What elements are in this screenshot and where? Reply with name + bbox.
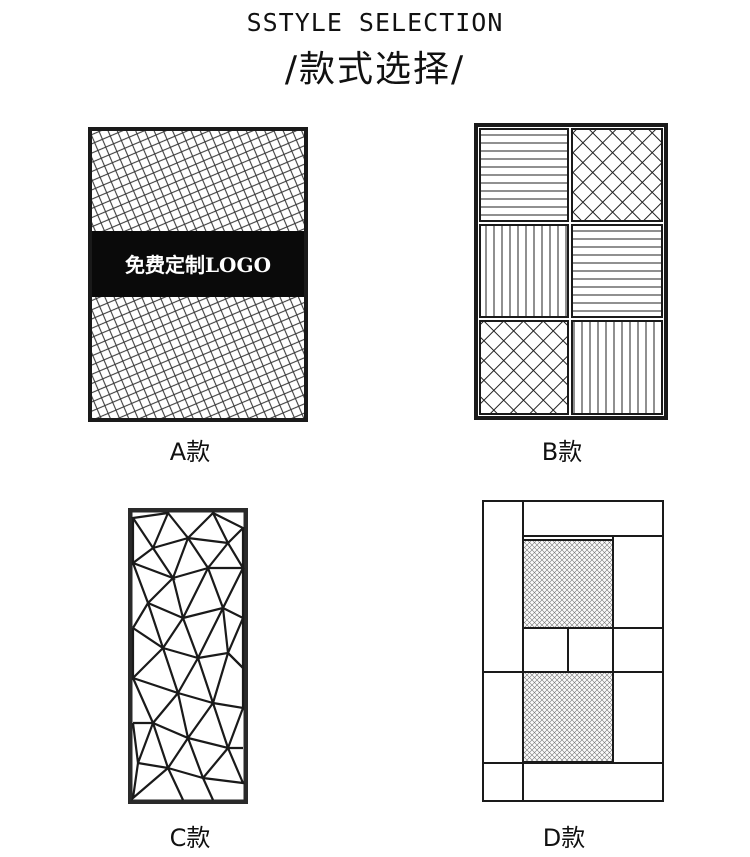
style-a-logo-text: 免费定制LOGO — [125, 253, 271, 277]
style-b-panel[interactable] — [474, 123, 668, 420]
style-d-panel[interactable] — [482, 500, 664, 802]
page-title-chinese: /款式选择/ — [284, 49, 466, 90]
style-a-logo-plate — [92, 231, 304, 297]
page-title-english: SSTYLE SELECTION — [246, 8, 504, 37]
style-b-label: B款 — [541, 438, 583, 466]
style-d-label: D款 — [542, 824, 586, 852]
style-c-label: C款 — [169, 824, 211, 852]
style-a-panel[interactable]: 免费定制LOGO — [88, 127, 308, 422]
style-c-panel[interactable] — [128, 508, 248, 804]
style-a-label: A款 — [169, 438, 211, 466]
